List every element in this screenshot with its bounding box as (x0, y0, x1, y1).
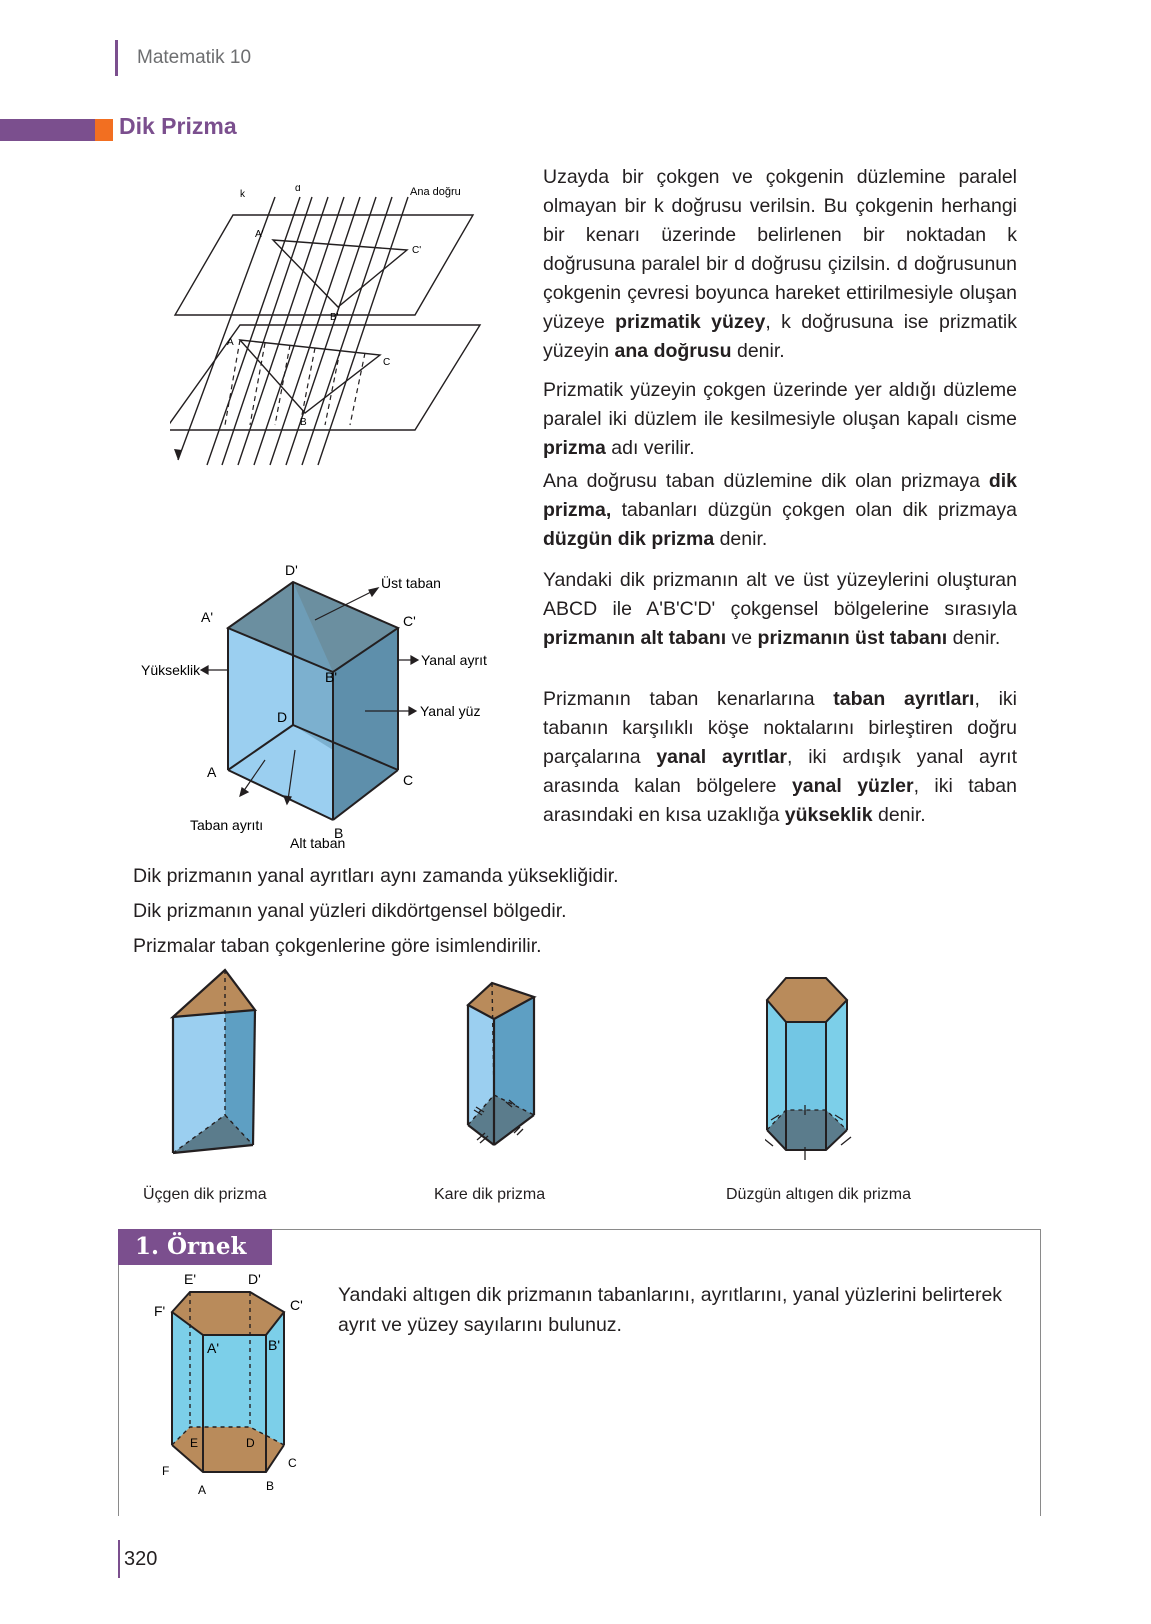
example-hexagonal-prism: E' D' F' C' A' B' E D F C A B (154, 1271, 303, 1497)
triangular-prism (169, 968, 258, 1155)
book-title: Matematik 10 (137, 47, 252, 68)
square-prism (466, 981, 537, 1146)
label-yukseklik: Yükseklik (141, 662, 201, 678)
label-d-prime: D' (285, 562, 298, 578)
section-title-bar (0, 119, 95, 141)
label-alt-taban: Alt taban (290, 835, 345, 850)
paragraph-ayritlar: Prizmanın taban kenarlarına taban ayrıtl… (543, 688, 1018, 826)
label-ust-taban: Üst taban (381, 574, 441, 591)
label-a: A (207, 764, 217, 780)
paragraph-prizmatik-yuzey: Uzayda bir çokgen ve çokgenin düzlemine … (543, 166, 1017, 362)
paragraph-prizma: Prizmatik yüzeyin çokgen üzerinde yer al… (543, 379, 1017, 459)
caption-kare: Kare dik prizma (434, 1186, 546, 1203)
label-a-prime: A' (255, 229, 264, 240)
note-line: Dik prizmanın yanal ayrıtları aynı zaman… (133, 865, 619, 887)
label-d: D (277, 709, 287, 725)
note-line: Dik prizmanın yanal yüzleri dikdörtgense… (133, 900, 567, 922)
prismatic-surface-figure: k d Ana doğru A' B' C' A B C (170, 185, 482, 466)
label-b-prime: B' (330, 312, 339, 323)
label-c-prime: C' (412, 245, 421, 256)
example-label: 1. Örnek (118, 1229, 272, 1265)
label-e-prime: E' (184, 1271, 196, 1287)
label-d: D (246, 1436, 255, 1450)
label-b: B (266, 1479, 274, 1493)
example-box (118, 1229, 1041, 1516)
label-c: C (403, 772, 413, 788)
header-accent-bar (115, 40, 118, 76)
note-line: Prizmalar taban çokgenlerine göre isimle… (133, 935, 542, 957)
right-prism-figure: D' A' C' B' D A C B Üst taban Yanal ayrı… (141, 562, 487, 850)
label-b: B (334, 825, 343, 841)
label-f-prime: F' (154, 1303, 165, 1319)
label-a-prime: A' (201, 609, 213, 625)
label-yanal-yuz: Yanal yüz (420, 703, 480, 719)
example-question: Yandaki altıgen dik prizmanın tabanların… (338, 1284, 1003, 1336)
footer-accent-bar (118, 1540, 120, 1578)
label-k: k (240, 189, 246, 200)
caption-ucgen: Üçgen dik prizma (143, 1186, 267, 1203)
label-b-prime: B' (268, 1337, 280, 1353)
section-title: Dik Prizma (119, 113, 237, 139)
page-number: 320 (124, 1548, 158, 1570)
label-ana-dogru: Ana doğru (410, 186, 461, 198)
label-b: B (300, 417, 307, 428)
label-c: C (288, 1456, 297, 1470)
caption-altigen: Düzgün altıgen dik prizma (726, 1186, 911, 1203)
label-d-prime: D' (248, 1271, 261, 1287)
label-f: F (162, 1464, 169, 1478)
paragraph-dik-prizma: Ana doğrusu taban düzlemine dik olan pri… (543, 470, 1017, 550)
section-title-marker (95, 119, 113, 141)
paragraph-tabanlar: Yandaki dik prizmanın alt ve üst yüzeyle… (543, 569, 1017, 649)
label-a: A (227, 337, 234, 348)
label-d: d (295, 185, 301, 194)
label-c: C (383, 357, 390, 368)
label-taban-ayriti: Taban ayrıtı (190, 817, 263, 833)
label-c-prime: C' (403, 613, 416, 629)
label-c-prime: C' (290, 1297, 303, 1313)
label-b-prime: B' (325, 669, 337, 685)
label-e: E (190, 1436, 198, 1450)
hexagonal-prism (765, 977, 852, 1160)
label-a-prime: A' (207, 1340, 219, 1356)
label-a: A (198, 1483, 206, 1497)
label-yanal-ayrit: Yanal ayrıt (421, 652, 487, 668)
